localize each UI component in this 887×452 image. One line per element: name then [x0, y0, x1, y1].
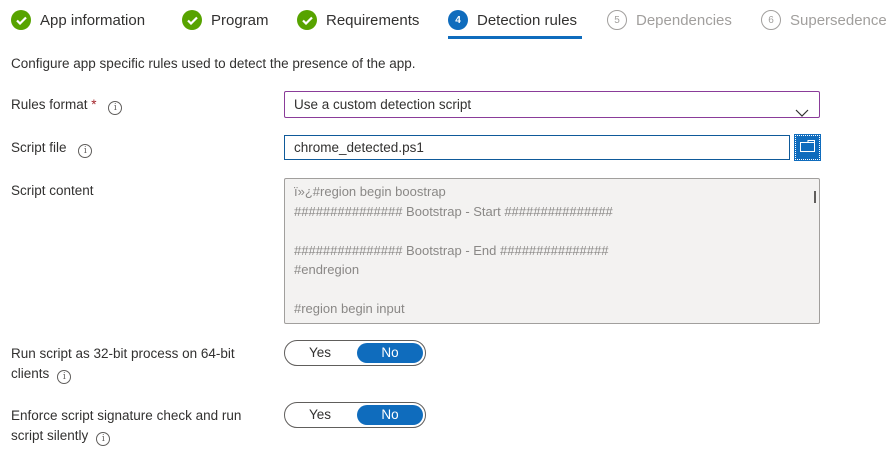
wizard-tabs: App information Program Requirements 4 D…: [0, 0, 887, 40]
info-icon[interactable]: i: [96, 432, 111, 446]
label-text: Run script as 32-bit process on 64-bit: [11, 346, 235, 361]
script-content-label: Script content: [11, 183, 94, 198]
tab-label: App information: [40, 11, 146, 29]
tab-label: Dependencies: [636, 11, 732, 29]
script-line: #region begin input: [294, 301, 405, 316]
tab-label: Requirements: [326, 11, 420, 29]
script-line: ############### Bootstrap - End ########…: [294, 242, 609, 258]
script-file-label: Script file i: [11, 138, 93, 158]
yes-option[interactable]: Yes: [308, 407, 332, 422]
script-line: [285, 221, 819, 241]
script-content-viewer[interactable]: ï»¿#region begin boostrap ##############…: [284, 178, 820, 324]
label-text: Rules format: [11, 97, 88, 112]
enforce-signature-toggle[interactable]: Yes No: [284, 402, 426, 428]
no-option[interactable]: No: [357, 343, 423, 363]
no-option[interactable]: No: [357, 405, 423, 425]
required-mark: *: [91, 97, 97, 112]
step-number-icon: 5: [607, 10, 627, 30]
scrollbar-thumb[interactable]: [814, 191, 816, 203]
yes-option[interactable]: Yes: [308, 345, 332, 360]
info-icon[interactable]: i: [78, 144, 93, 158]
rules-format-label: Rules format * i: [11, 95, 123, 115]
checkmark-icon: [182, 10, 202, 30]
dropdown-value: Use a custom detection script: [294, 97, 472, 112]
step-number-icon: 6: [761, 10, 781, 30]
info-icon[interactable]: i: [57, 370, 72, 384]
run-32bit-toggle[interactable]: Yes No: [284, 340, 426, 366]
script-file-input[interactable]: chrome_detected.ps1: [284, 135, 790, 160]
step-number-icon: 4: [448, 10, 468, 30]
checkmark-icon: [297, 10, 317, 30]
run-32bit-label: Run script as 32-bit process on 64-bit c…: [11, 344, 235, 384]
script-line: ï»¿#region begin boostrap: [294, 184, 446, 199]
tab-requirements[interactable]: Requirements: [297, 9, 419, 31]
tab-dependencies[interactable]: 5 Dependencies: [607, 9, 732, 31]
label-text: script silently: [11, 428, 89, 443]
tab-program[interactable]: Program: [182, 9, 269, 31]
info-icon[interactable]: i: [108, 101, 123, 115]
tab-label: Supersedence: [790, 11, 887, 29]
tab-supersedence[interactable]: 6 Supersedence: [761, 9, 887, 31]
label-text: clients: [11, 366, 50, 381]
page-description: Configure app specific rules used to det…: [11, 56, 416, 71]
label-text: Script file: [11, 140, 67, 155]
tab-detection-rules[interactable]: 4 Detection rules: [448, 9, 577, 31]
enforce-signature-label: Enforce script signature check and run s…: [11, 406, 241, 446]
tab-label: Program: [211, 11, 269, 29]
browse-folder-button[interactable]: [794, 134, 821, 161]
tab-app-information[interactable]: App information: [11, 9, 145, 31]
rules-format-dropdown[interactable]: Use a custom detection script: [284, 91, 820, 118]
script-line: #endregion: [294, 262, 360, 277]
checkmark-icon: [11, 10, 31, 30]
script-line: ############### Bootstrap - Start ######…: [294, 203, 613, 219]
script-line: [285, 280, 819, 300]
active-tab-underline: [448, 36, 582, 39]
tab-label: Detection rules: [477, 11, 578, 29]
chevron-down-icon: [795, 100, 809, 125]
label-text: Enforce script signature check and run: [11, 408, 242, 423]
folder-icon: [800, 139, 815, 157]
